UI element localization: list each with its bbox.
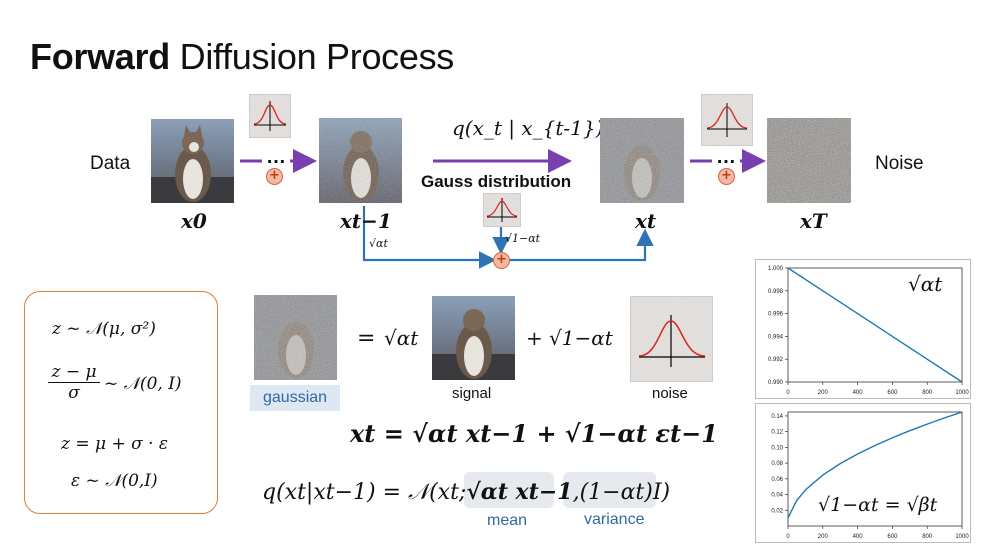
plus-icon: + — [718, 168, 735, 185]
noise-image — [630, 296, 713, 382]
y-tick-label: 0.12 — [771, 430, 783, 436]
sqrt-one-minus-alpha-coef: √1−αt — [549, 326, 613, 350]
y-tick-label: 0.04 — [771, 493, 783, 499]
y-tick-label: 0.10 — [771, 445, 783, 451]
variance-label: variance — [584, 511, 645, 528]
y-tick-label: 0.996 — [768, 312, 784, 318]
sqrt-one-minus-alpha-label: √1−αt — [505, 232, 541, 245]
sqrt-beta-chart: 0 200 400 600 800 1000 0.02 0.04 0.06 0.08 0.10 0.1… — [755, 403, 971, 543]
gaussian-icon — [701, 94, 753, 146]
sqrt-alpha-label: √αt — [369, 237, 388, 250]
mean-highlight — [464, 472, 554, 508]
x-tick-label: 400 — [853, 390, 864, 396]
y-tick-label: 0.06 — [771, 477, 783, 483]
y-tick-label: 0.02 — [771, 508, 783, 514]
xt-minus-1-label: xt−1 — [340, 209, 392, 233]
gaussian-icon — [483, 193, 521, 227]
formula-box — [24, 291, 218, 514]
gauss-distribution-label: Gauss distribution — [421, 172, 572, 191]
x-tick-label: 200 — [818, 390, 829, 396]
xT-image — [767, 118, 851, 203]
noise-caption: noise — [652, 385, 688, 402]
noise-label: Noise — [875, 153, 924, 174]
equation-xt: xt = √αt xt−1 + √1−αt εt−1 — [350, 419, 718, 448]
x-tick-label: 200 — [818, 534, 829, 540]
y-tick-label: 0.992 — [768, 357, 784, 363]
formula-standard-normal: ~ 𝒩(0, I) — [104, 374, 182, 394]
xT-label: xT — [800, 209, 827, 233]
xt-minus-1-image — [319, 118, 402, 203]
plus-icon: + — [493, 252, 510, 269]
chart-annotation: √αt — [908, 272, 943, 296]
formula-reparam: z = μ + σ · ε — [61, 434, 169, 454]
y-tick-label: 0.08 — [771, 461, 783, 467]
x-tick-label: 800 — [922, 390, 933, 396]
x-tick-label: 800 — [922, 534, 933, 540]
sqrt-alpha-chart: 0 200 400 600 800 1000 0.990 0.992 0.994 0.996 0.9… — [755, 259, 971, 399]
series-line — [787, 267, 963, 383]
x-tick-label: 0 — [786, 534, 790, 540]
xt-label: xt — [635, 209, 657, 233]
y-tick-label: 0.994 — [768, 334, 784, 340]
x-tick-label: 400 — [853, 534, 864, 540]
x-tick-label: 600 — [887, 390, 898, 396]
formula-standardize: z − μ σ — [48, 362, 100, 403]
series-line — [787, 411, 963, 519]
y-tick-label: 1.000 — [768, 266, 784, 272]
x0-image — [151, 119, 234, 203]
sqrt-alpha-coef: √αt — [384, 326, 419, 350]
gaussian-image — [254, 295, 337, 380]
equation-q: q(xt|xt−1) = 𝒩(xt;√αt xt−1,(1−αt)I) — [262, 479, 671, 505]
equals-sign: = — [357, 326, 376, 351]
plus-sign: + — [526, 326, 543, 350]
formula-normal: z ~ 𝒩(μ, σ²) — [52, 319, 156, 339]
plus-icon: + — [266, 168, 283, 185]
gaussian-label: gaussian — [250, 385, 341, 411]
signal-image — [432, 296, 515, 380]
q-label: q(x_t | x_{t-1}) — [452, 116, 604, 140]
y-tick-label: 0.14 — [771, 414, 783, 420]
mean-label: mean — [487, 512, 528, 529]
x-tick-label: 0 — [786, 390, 790, 396]
x-tick-label: 1000 — [955, 534, 969, 540]
x-tick-label: 1000 — [955, 390, 969, 396]
xt-image — [600, 118, 684, 203]
formula-epsilon: ε ~ 𝒩(0,I) — [71, 471, 158, 491]
signal-label: signal — [452, 385, 492, 402]
x-tick-label: 600 — [887, 534, 898, 540]
ellipsis: … — [716, 146, 736, 168]
chart-annotation: √1−αt = √βt — [818, 494, 938, 516]
y-tick-label: 0.998 — [768, 289, 784, 295]
plot-frame — [787, 411, 963, 527]
plot-frame — [787, 267, 963, 383]
ellipsis: … — [266, 146, 286, 168]
gaussian-icon — [249, 94, 291, 138]
x0-label: x0 — [181, 209, 207, 233]
variance-highlight — [563, 472, 656, 508]
page-title: Forward Diffusion Process — [30, 36, 454, 77]
data-label: Data — [90, 153, 131, 174]
y-tick-label: 0.990 — [768, 380, 784, 386]
